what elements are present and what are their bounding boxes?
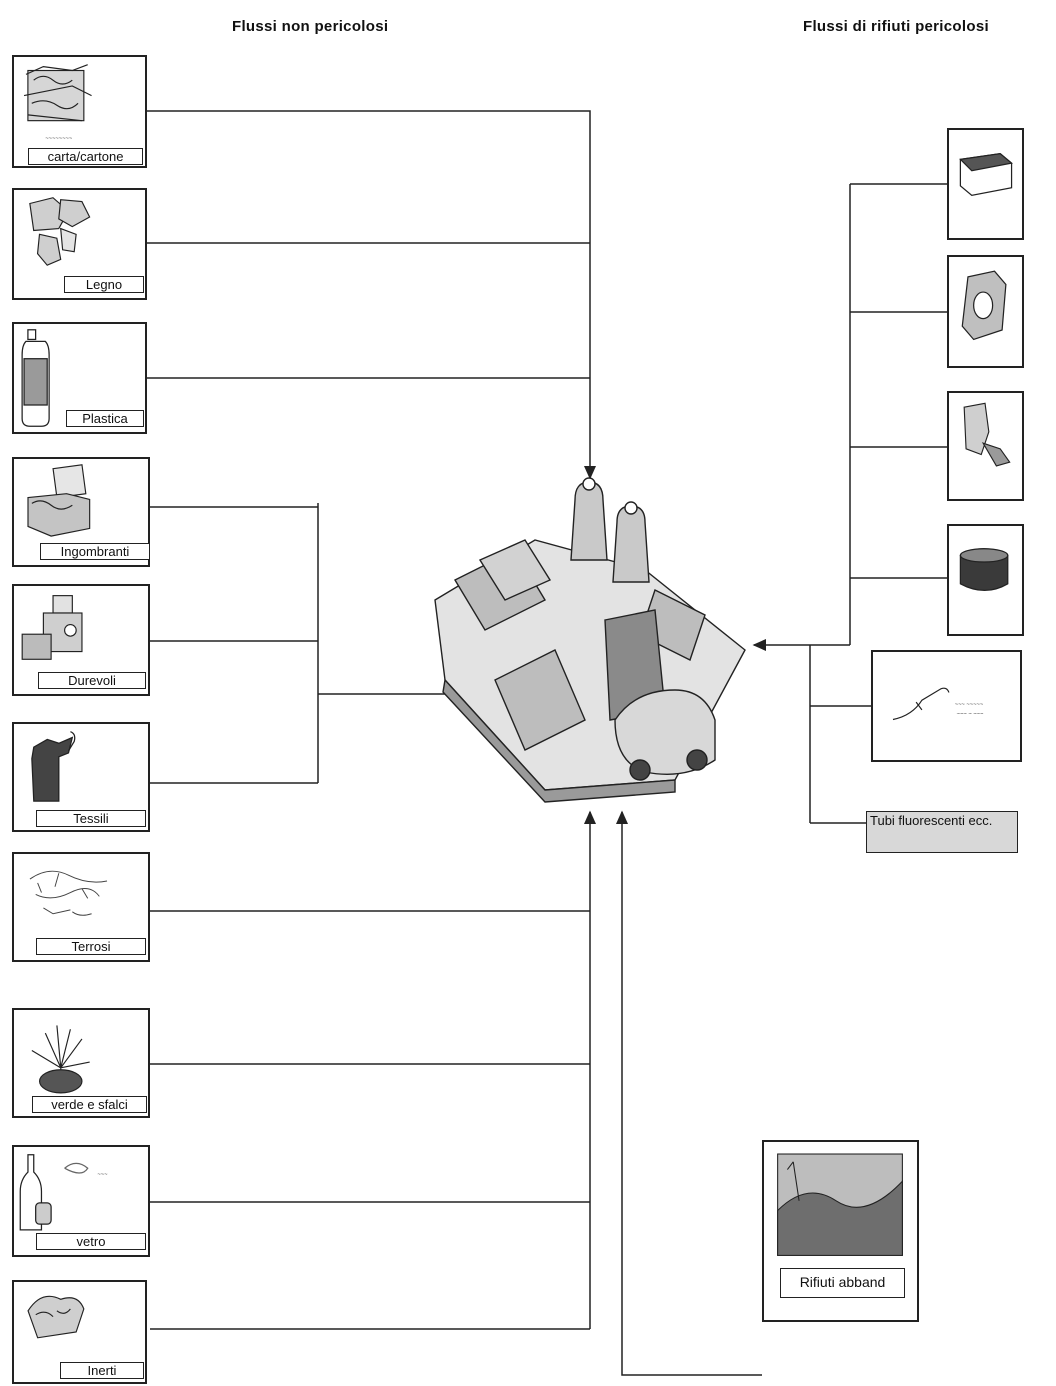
abandoned-waste: Rifiuti abband [762,1140,919,1322]
hazardous-stream-paints [947,255,1024,368]
svg-text:~~~: ~~~ [97,1172,108,1178]
label-abandoned-waste: Rifiuti abband [780,1268,905,1298]
svg-text:~~~ ~ ~~~: ~~~ ~ ~~~ [957,712,984,718]
label-wood: Legno [64,276,144,293]
label-textiles: Tessili [36,810,146,827]
hazardous-stream-oil [947,524,1024,636]
waste-stream-soil: Terrosi [12,852,150,962]
engine-part-icon [949,393,1022,499]
waste-stream-wood: Legno [12,188,147,300]
waste-stream-greens: verde e sfalci [12,1008,150,1118]
svg-text:~~~~~~~~: ~~~~~~~~ [45,136,73,142]
label-durables: Durevoli [38,672,146,689]
syringe-icon: ~~~ ~~~~~ ~~~ ~ ~~~ [873,652,1020,760]
label-paper: carta/cartone [28,148,143,165]
label-plastic: Plastica [66,410,144,427]
waste-stream-bulky: Ingombranti [12,457,150,567]
battery-icon [949,130,1022,238]
paint-can-icon [949,257,1022,366]
waste-stream-textiles: Tessili [12,722,150,832]
label-fluorescent-tubes: Tubi fluorescenti ecc. [866,811,1018,853]
waste-stream-inert: Inerti [12,1280,147,1384]
label-inert: Inerti [60,1362,144,1379]
ecocenter-icon [425,470,755,810]
label-greens: verde e sfalci [32,1096,147,1113]
waste-stream-durables: Durevoli [12,584,150,696]
hazardous-stream-parts [947,391,1024,501]
waste-stream-plastic: Plastica [12,322,147,434]
label-soil: Terrosi [36,938,146,955]
label-bulky: Ingombranti [40,543,150,560]
waste-stream-paper: ~~~~~~~~ carta/cartone [12,55,147,168]
svg-text:~~~ ~~~~~: ~~~ ~~~~~ [955,702,984,708]
label-glass: vetro [36,1233,146,1250]
oil-container-icon [949,526,1022,634]
hazardous-stream-batteries [947,128,1024,240]
hazardous-stream-medical: ~~~ ~~~~~ ~~~ ~ ~~~ [871,650,1022,762]
waste-stream-glass: ~~~ vetro [12,1145,150,1257]
